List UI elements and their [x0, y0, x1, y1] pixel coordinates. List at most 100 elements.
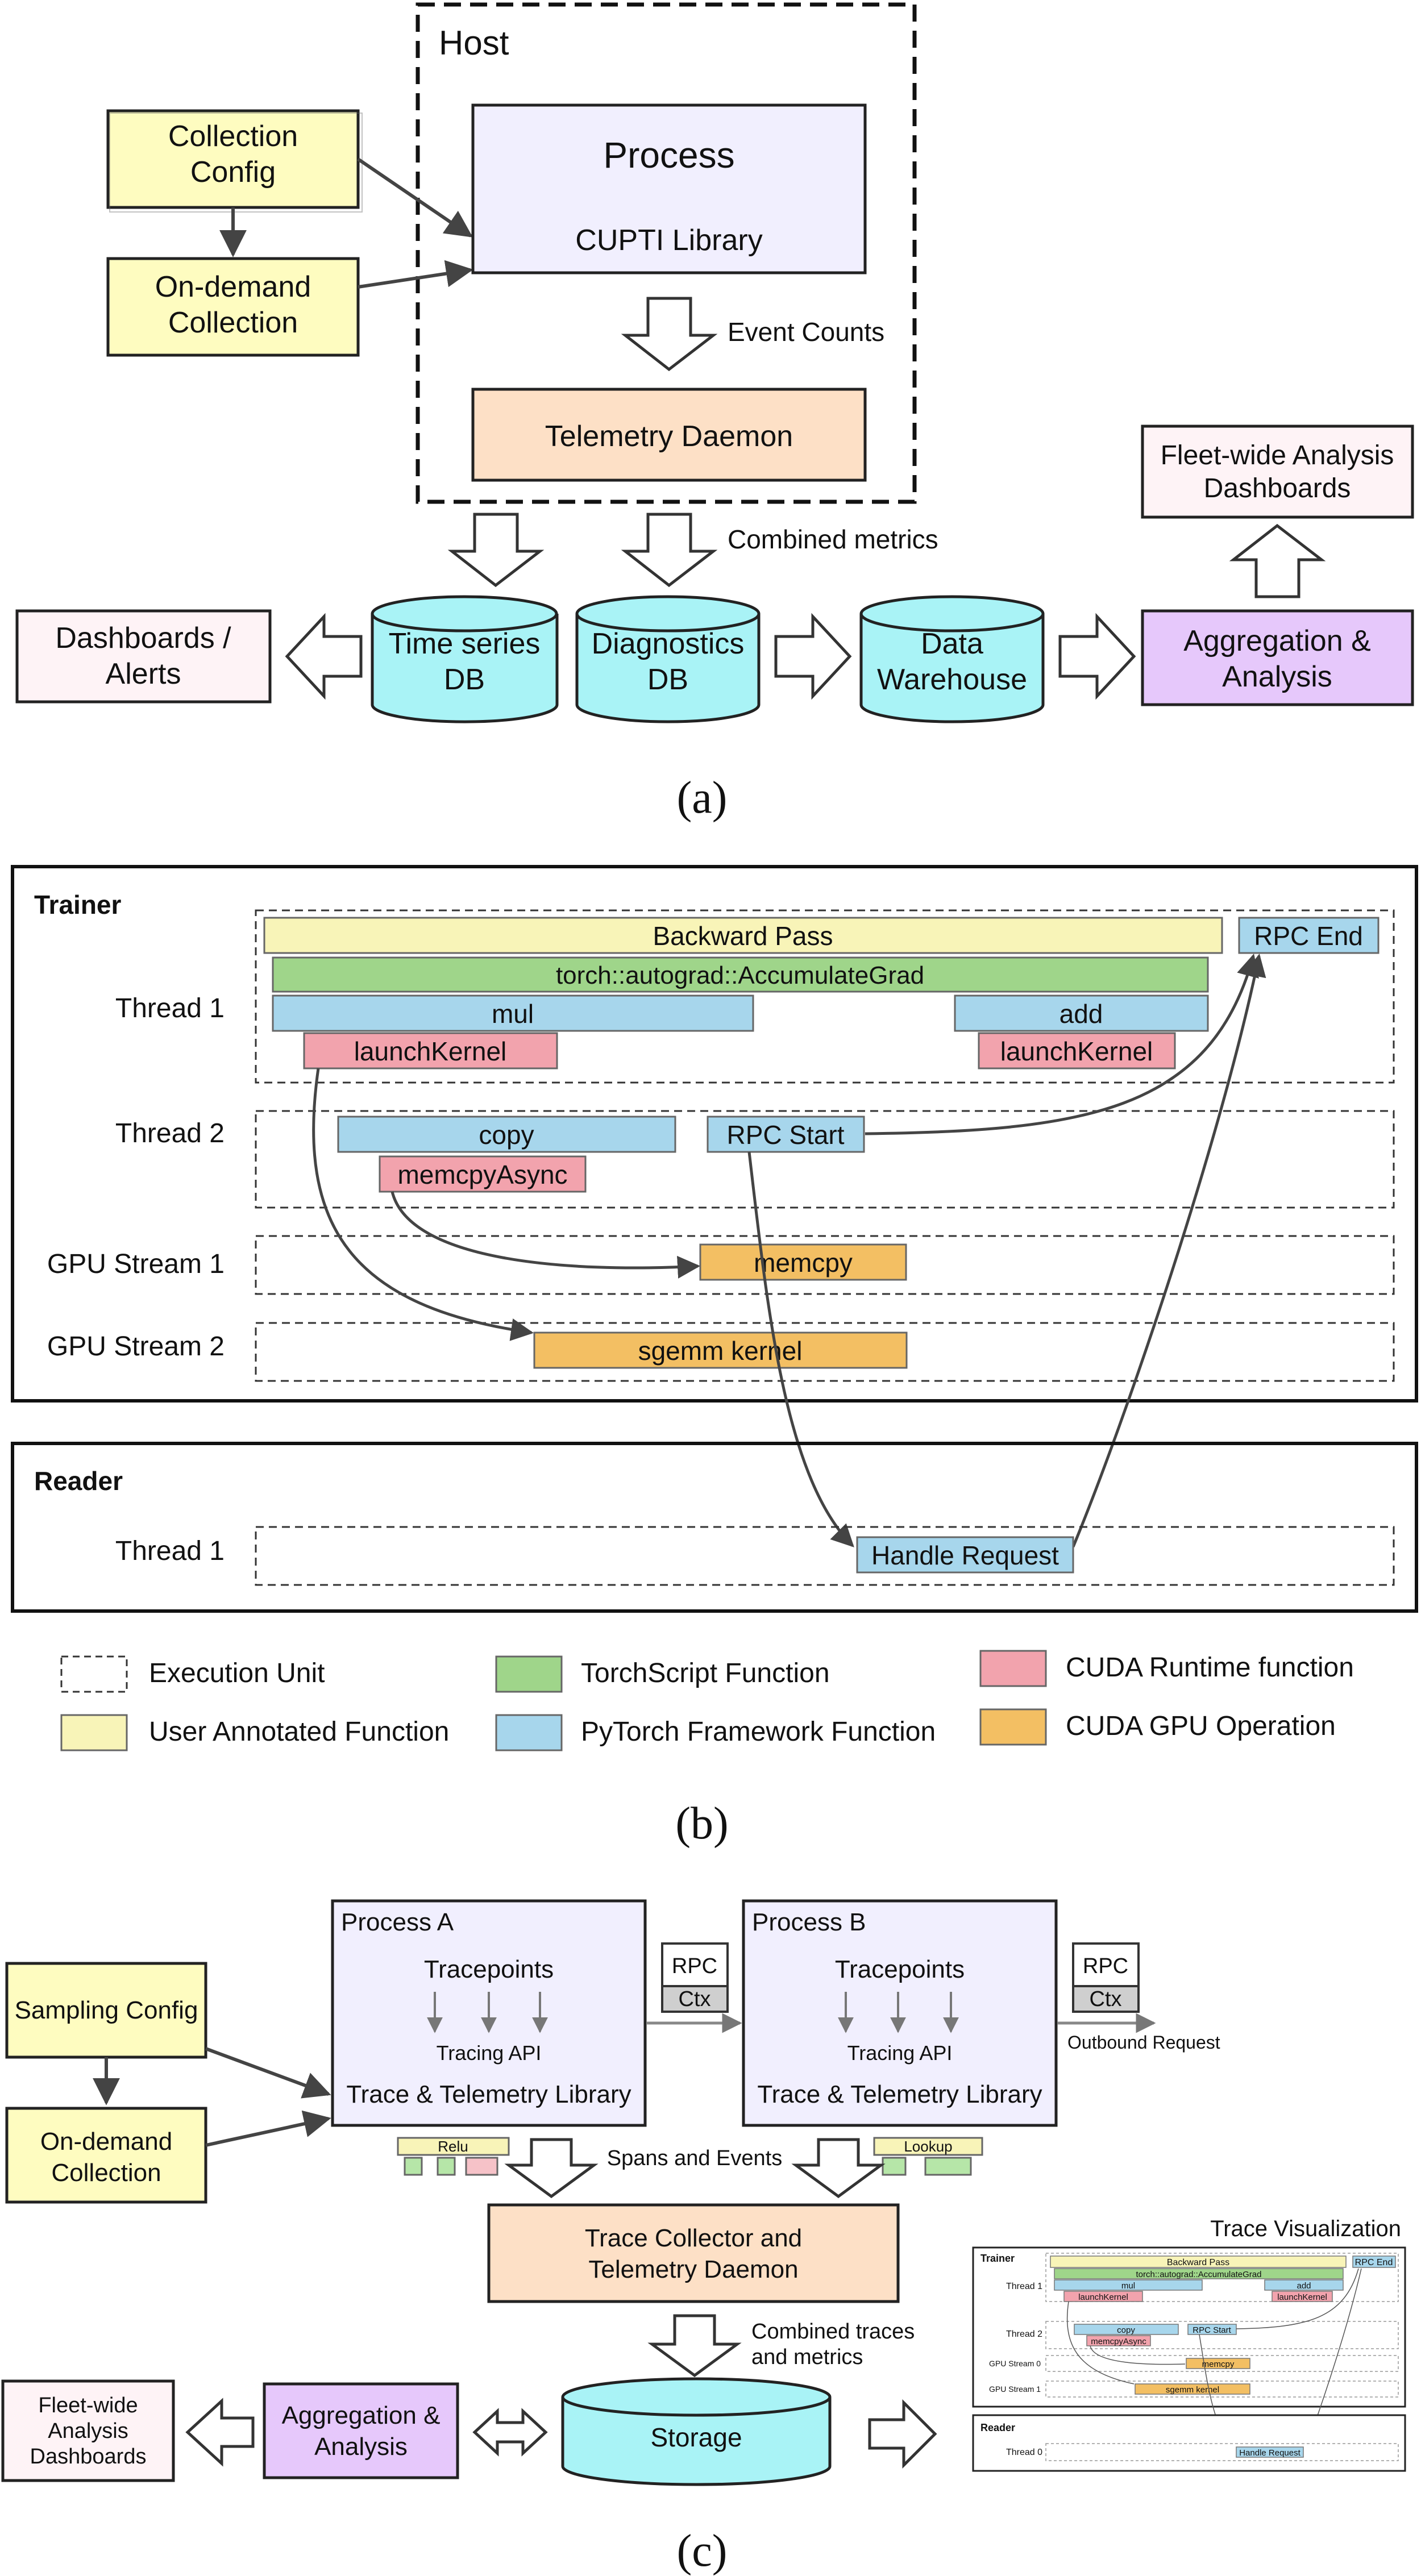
svg-text:add: add	[1297, 2281, 1311, 2291]
collection-config-line1: Collection	[168, 120, 298, 153]
svg-text:Handle Request: Handle Request	[871, 1541, 1059, 1570]
aggregation-box: Aggregation & Analysis	[1141, 609, 1414, 706]
to-dashboards-arrow	[285, 613, 363, 700]
svg-text:On-demand: On-demand	[40, 2128, 172, 2155]
caption-c: (c)	[677, 2526, 728, 2576]
svg-text:memcpyAsync: memcpyAsync	[1091, 2337, 1146, 2346]
event-counts-label: Event Counts	[728, 317, 884, 347]
fleet-dashboards-box: Fleet-wide Analysis Dashboards	[1141, 425, 1414, 519]
process-b-library: Trace & Telemetry Library	[757, 2080, 1042, 2108]
b-to-collector-arrow	[791, 2138, 886, 2199]
combined-metrics-label: Combined metrics	[728, 525, 938, 554]
svg-text:Trace Collector and: Trace Collector and	[585, 2224, 802, 2252]
telemetry-daemon-box: Telemetry Daemon	[471, 388, 867, 482]
svg-text:GPU Stream 0: GPU Stream 0	[989, 2359, 1041, 2368]
svg-text:Aggregation &: Aggregation &	[282, 2402, 441, 2429]
svg-text:memcpyAsync: memcpyAsync	[397, 1160, 567, 1189]
storage-to-vis-arrow	[868, 2399, 937, 2469]
process-a-tracepoints: Tracepoints	[424, 1955, 554, 1983]
svg-text:Ctx: Ctx	[1090, 1987, 1122, 2011]
svg-text:Thread 0: Thread 0	[1006, 2448, 1042, 2457]
process-b-box: Process B Tracepoints Tracing API Trace …	[742, 1899, 1058, 2127]
span-copy: copy	[337, 1116, 676, 1153]
span-add: add	[954, 994, 1209, 1032]
sampling-config-box: Sampling Config	[5, 1962, 207, 2059]
svg-text:RPC End: RPC End	[1254, 921, 1363, 951]
legend-exec-swatch	[60, 1655, 128, 1693]
trace-collector-box: Trace Collector and Telemetry Daemon	[487, 2203, 900, 2303]
to-tsdb-arrow	[447, 513, 545, 588]
on-demand-line2: Collection	[168, 306, 298, 339]
svg-text:Ctx: Ctx	[679, 1987, 711, 2011]
dashboards-alerts-box: Dashboards / Alerts	[15, 609, 272, 704]
trainer-label: Trainer	[34, 890, 122, 919]
caption-b: (b)	[675, 1799, 728, 1849]
legend-cuda-rt-label: CUDA Runtime function	[1066, 1653, 1354, 1683]
lookup-span-chip: Lookup	[873, 2137, 983, 2176]
legend-pytorch-label: PyTorch Framework Function	[581, 1717, 936, 1747]
span-handle-request: Handle Request	[856, 1536, 1074, 1574]
rpc-token-1: RPC Ctx	[661, 1942, 729, 2013]
svg-text:Trainer: Trainer	[980, 2253, 1015, 2264]
span-rpc-start: RPC Start	[707, 1116, 865, 1153]
svg-text:torch::autograd::AccumulateGra: torch::autograd::AccumulateGrad	[1136, 2270, 1262, 2279]
to-fleet-arrow	[1229, 523, 1326, 598]
svg-text:Collection: Collection	[51, 2159, 161, 2187]
rpcstart-to-handle-edge	[747, 1151, 854, 1547]
spans-events-label: Spans and Events	[607, 2146, 782, 2170]
handle-to-rpcend-edge	[1071, 954, 1266, 1547]
legend-cuda-rt-swatch	[979, 1650, 1047, 1687]
span-memcpy: memcpy	[699, 1243, 907, 1281]
caption-a: (a)	[677, 773, 728, 823]
span-mul: mul	[272, 994, 754, 1032]
svg-text:Lookup: Lookup	[904, 2138, 952, 2155]
svg-text:memcpy: memcpy	[754, 1248, 853, 1277]
process-box: Process CUPTI Library	[471, 103, 867, 274]
launch-to-sgemm-edge	[312, 1068, 534, 1341]
legend-cuda-gpu-swatch	[979, 1708, 1047, 1746]
diagnostics-db-line1: Diagnostics	[592, 627, 745, 660]
svg-text:Storage: Storage	[650, 2423, 742, 2452]
svg-text:launchKernel: launchKernel	[1000, 1037, 1153, 1066]
svg-text:RPC: RPC	[1083, 1954, 1128, 1978]
collection-config-line2: Config	[190, 156, 276, 189]
to-aggregation-arrow	[1058, 613, 1136, 700]
diagnostics-db-line2: DB	[647, 663, 688, 696]
span-memcpy-async: memcpyAsync	[379, 1155, 587, 1193]
host-boundary	[416, 2, 917, 504]
svg-text:Backward Pass: Backward Pass	[1167, 2258, 1229, 2267]
reader-label: Reader	[34, 1466, 123, 1496]
timeseries-db-line2: DB	[444, 663, 485, 696]
svg-text:launchKernel: launchKernel	[1277, 2292, 1327, 2302]
svg-text:Analysis: Analysis	[314, 2433, 408, 2461]
data-warehouse-line1: Data	[921, 627, 983, 660]
svg-text:launchKernel: launchKernel	[354, 1037, 507, 1066]
data-warehouse-line2: Warehouse	[877, 663, 1027, 696]
svg-text:sgemm kernel: sgemm kernel	[1166, 2385, 1219, 2395]
telemetry-daemon-label: Telemetry Daemon	[545, 420, 793, 453]
svg-text:Dashboards: Dashboards	[30, 2445, 147, 2469]
svg-text:launchKernel: launchKernel	[1078, 2292, 1128, 2302]
thread1-unit	[255, 909, 1395, 1084]
a-to-collector-arrow	[504, 2138, 599, 2199]
svg-text:mul: mul	[492, 999, 534, 1029]
event-counts-arrow	[621, 297, 718, 372]
fleet-line2: Dashboards	[1204, 473, 1351, 503]
svg-text:mul: mul	[1121, 2281, 1135, 2291]
span-sgemm-kernel: sgemm kernel	[533, 1331, 908, 1369]
on-demand-box: On-demand Collection	[106, 257, 360, 357]
svg-text:Reader: Reader	[980, 2422, 1015, 2433]
outbound-request-label: Outbound Request	[1067, 2032, 1220, 2053]
dashboards-alerts-line2: Alerts	[106, 657, 181, 690]
gpu2-unit	[255, 1322, 1395, 1382]
rpcstart-to-rpcend-edge	[865, 954, 1259, 1135]
svg-text:GPU Stream 1: GPU Stream 1	[989, 2384, 1041, 2394]
legend-user-label: User Annotated Function	[149, 1717, 449, 1747]
span-rpc-end: RPC End	[1238, 917, 1380, 954]
trace-visualization-thumbnail: Trainer Thread 1 Thread 2 GPU Stream 0 G…	[972, 2246, 1406, 2454]
svg-text:Relu: Relu	[438, 2138, 468, 2155]
panel-b: Trainer Thread 1 Thread 2 GPU Stream 1 G…	[11, 865, 1418, 1849]
span-backward-pass: Backward Pass	[263, 917, 1223, 954]
data-warehouse: Data Warehouse	[859, 595, 1045, 723]
svg-text:RPC: RPC	[672, 1954, 717, 1978]
